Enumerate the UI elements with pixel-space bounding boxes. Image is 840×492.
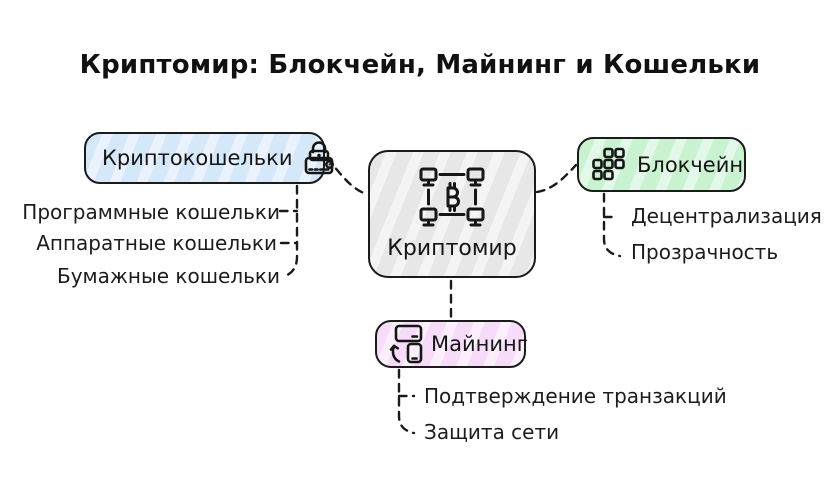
- node-blockchain: Блокчейн: [577, 137, 746, 192]
- subtopic-software-wallets: Программные кошельки: [22, 200, 280, 224]
- blocks-icon: [592, 147, 625, 180]
- network-bitcoin-icon: [419, 167, 485, 227]
- node-cryptoworld: Криптомир: [368, 150, 536, 278]
- node-mining: Майнинг: [375, 320, 528, 368]
- wallet-lock-icon: [304, 141, 334, 175]
- subtopic-paper-wallets: Бумажные кошельки: [56, 264, 280, 288]
- node-cryptowallets-label: Криптокошельки: [102, 146, 293, 170]
- subtopic-transaction-confirmation: Подтверждение транзакций: [424, 384, 727, 408]
- node-mining-label: Майнинг: [431, 332, 528, 356]
- card-phone-icon: [389, 324, 423, 364]
- node-cryptoworld-label: Криптомир: [387, 236, 517, 261]
- subtopic-decentralization: Децентрализация: [631, 204, 822, 228]
- node-cryptowallets: Криптокошельки: [84, 132, 334, 184]
- subtopic-hardware-wallets: Аппаратные кошельки: [36, 231, 277, 255]
- subtopic-transparency: Прозрачность: [631, 240, 779, 264]
- edge-center-blockchain: [535, 163, 578, 194]
- subtopic-network-protection: Защита сети: [424, 420, 560, 444]
- node-blockchain-label: Блокчейн: [637, 152, 744, 177]
- edge-blockchain-children-spine: [602, 192, 622, 258]
- edge-wallets-children-spine: [281, 184, 299, 279]
- diagram-title: Криптомир: Блокчейн, Майнинг и Кошельки: [79, 50, 761, 80]
- edge-mining-children-spine: [397, 368, 416, 435]
